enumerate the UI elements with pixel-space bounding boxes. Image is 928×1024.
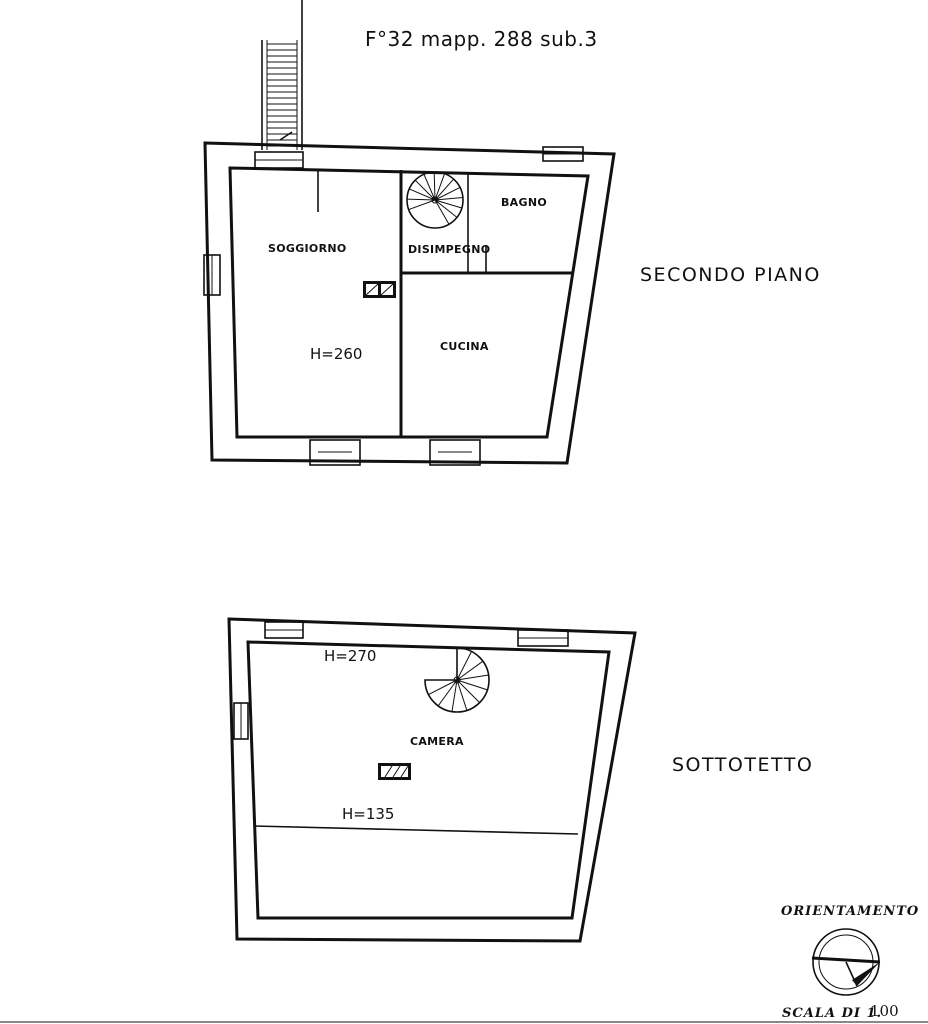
spiral-stair-secondo	[406, 171, 464, 229]
scale-value: 100	[870, 1002, 899, 1020]
spiral-step	[456, 679, 468, 711]
spiral-step	[423, 174, 436, 201]
spiral-step	[456, 651, 472, 681]
outer-wall-secondo	[203, 141, 616, 465]
height-label-soggiorno: H=260	[310, 345, 362, 363]
spiral-step	[434, 186, 461, 201]
spiral-step	[451, 679, 458, 712]
chimney-flue-sottotetto	[378, 763, 411, 780]
spiral-step	[433, 171, 436, 201]
spiral-step	[434, 173, 446, 201]
spiral-step	[428, 679, 458, 695]
spiral-step	[434, 199, 462, 209]
orientation-legend: ORIENTAMENTO SCALA DI 1. 100	[781, 904, 919, 1021]
sottotetto-plan: CAMERA H=270 H=135	[227, 617, 637, 943]
spiral-step	[456, 679, 488, 691]
inner-wall-sottotetto	[246, 640, 611, 920]
secondo-piano-plan: SOGGIORNO DISIMPEGNO BAGNO CUCINA H=260	[203, 0, 616, 466]
north-arrow-icon	[811, 928, 881, 996]
exterior-stair	[261, 0, 303, 150]
room-label-camera: CAMERA	[410, 735, 464, 748]
floor-label-secondo-piano: SECONDO PIANO	[640, 264, 821, 286]
spiral-step	[414, 179, 436, 201]
room-label-disimpegno: DISIMPEGNO	[408, 243, 490, 256]
sheet-title: F°32 mapp. 288 sub.3	[365, 27, 598, 51]
spiral-step	[406, 198, 436, 201]
orientation-label: ORIENTAMENTO	[781, 904, 919, 919]
spiral-step	[456, 679, 480, 703]
spiral-step	[434, 197, 463, 201]
spiral-step	[434, 199, 450, 225]
spiral-step	[434, 178, 454, 201]
height-label-high: H=270	[324, 647, 376, 665]
chimney-flue-secondo	[363, 281, 396, 298]
spiral-step	[434, 199, 458, 218]
room-label-bagno: BAGNO	[501, 196, 547, 209]
scale-label: SCALA DI 1.	[782, 1006, 882, 1021]
window	[429, 439, 481, 466]
floor-label-sottotetto: SOTTOTETTO	[672, 754, 813, 776]
height-label-low: H=135	[342, 805, 394, 823]
room-label-soggiorno: SOGGIORNO	[268, 242, 347, 255]
spiral-stair-sottotetto	[424, 647, 490, 713]
spiral-step	[456, 660, 484, 681]
spiral-step	[408, 199, 436, 211]
room-label-cucina: CUCINA	[440, 340, 489, 353]
spiral-step	[409, 188, 436, 201]
spiral-step	[456, 674, 489, 681]
window	[309, 439, 361, 466]
spiral-step	[437, 679, 458, 707]
outer-wall-sottotetto	[227, 617, 637, 943]
